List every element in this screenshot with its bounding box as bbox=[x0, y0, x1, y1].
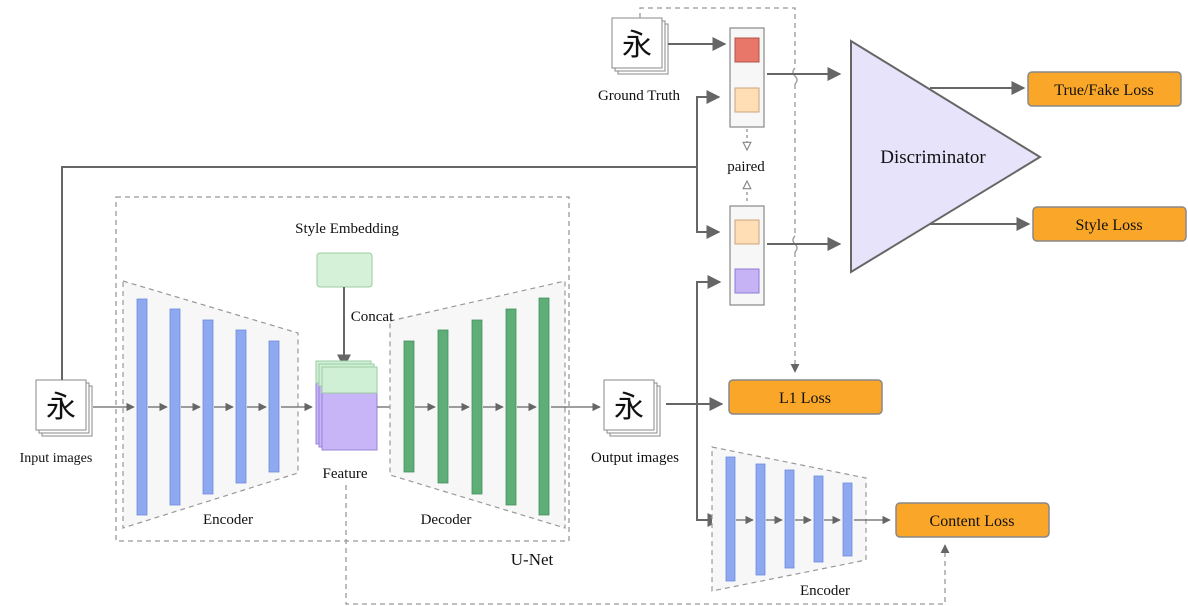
input-images-label: Input images bbox=[20, 451, 93, 466]
decoder-bar-4 bbox=[505, 308, 517, 506]
encoder2-bar-3 bbox=[784, 469, 795, 569]
encoder2-bar-1 bbox=[725, 456, 736, 582]
encoder2-bar-4 bbox=[813, 475, 824, 563]
concat-label: Concat bbox=[351, 309, 394, 325]
true-fake-loss-label: True/Fake Loss bbox=[1054, 82, 1153, 99]
l1-loss-box bbox=[728, 379, 883, 415]
discriminator-label: Discriminator bbox=[880, 147, 986, 168]
fake-purple-square bbox=[734, 268, 760, 294]
feature-to-content-dashed bbox=[345, 485, 950, 605]
paired-label: paired bbox=[727, 159, 765, 175]
encoder2-label: Encoder bbox=[800, 583, 850, 599]
output-glyph: 永 bbox=[614, 390, 644, 425]
unet-label: U-Net bbox=[511, 550, 554, 569]
ground-truth-stack: 永 bbox=[611, 17, 669, 75]
fake-peach-square bbox=[734, 219, 760, 245]
encoder-bar-5 bbox=[268, 340, 280, 473]
style-embedding-box bbox=[316, 252, 373, 288]
encoder-bar-4 bbox=[235, 329, 247, 484]
true-fake-loss-box bbox=[1027, 71, 1182, 107]
real-red-square bbox=[734, 37, 760, 63]
l1-loss-label: L1 Loss bbox=[779, 390, 831, 407]
input-image-stack: 永 bbox=[35, 379, 93, 437]
encoder2-bar-5 bbox=[842, 482, 853, 557]
style-loss-label: Style Loss bbox=[1075, 217, 1142, 234]
encoder-bar-3 bbox=[202, 319, 214, 495]
decoder-bar-3 bbox=[471, 319, 483, 495]
feature-stack bbox=[315, 360, 378, 451]
decoder-label: Decoder bbox=[421, 512, 472, 528]
style-loss-box bbox=[1032, 206, 1187, 242]
decoder-bars bbox=[403, 297, 550, 516]
encoder2-bars bbox=[725, 456, 853, 582]
decoder-bar-1 bbox=[403, 340, 415, 473]
content-loss-label: Content Loss bbox=[930, 513, 1015, 530]
ground-truth-glyph: 永 bbox=[622, 28, 652, 63]
content-loss-box bbox=[895, 502, 1050, 538]
discriminator-triangle bbox=[850, 39, 1042, 274]
encoder-bar-2 bbox=[169, 308, 181, 506]
feature-label: Feature bbox=[323, 466, 368, 482]
encoder-label: Encoder bbox=[203, 512, 253, 528]
output-images-label: Output images bbox=[591, 450, 679, 466]
encoder2-bar-2 bbox=[755, 463, 766, 576]
encoder-bars bbox=[136, 298, 280, 516]
decoder-bar-2 bbox=[437, 329, 449, 484]
output-image-stack: 永 bbox=[603, 379, 661, 437]
encoder-bar-1 bbox=[136, 298, 148, 516]
style-embedding-label: Style Embedding bbox=[295, 221, 399, 237]
decoder-bar-5 bbox=[538, 297, 550, 516]
real-peach-square bbox=[734, 87, 760, 113]
ground-truth-label: Ground Truth bbox=[598, 88, 681, 104]
input-glyph: 永 bbox=[46, 390, 76, 425]
unet-box bbox=[115, 196, 570, 542]
gt-to-l1-dashed bbox=[639, 7, 796, 68]
